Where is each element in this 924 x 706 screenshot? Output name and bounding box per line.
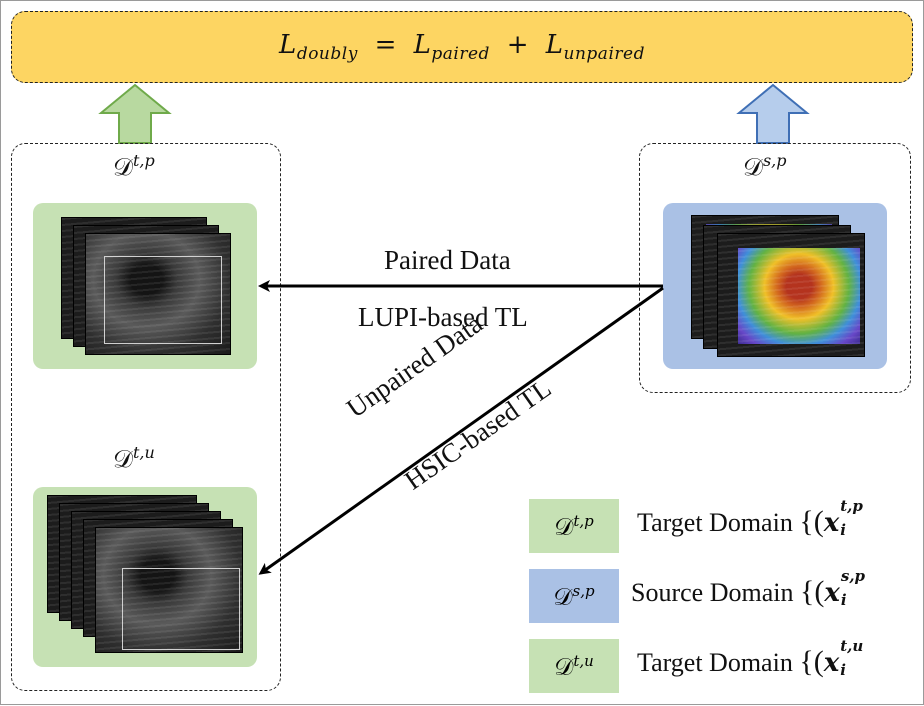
source-paired-card: [663, 203, 887, 369]
legend-variable-sup: t,u: [840, 637, 864, 655]
legend-variable-sub: i: [840, 521, 846, 539]
set-symbol: 𝒟: [554, 512, 574, 541]
equals-sign: =: [374, 29, 397, 60]
ultrasound-image-front: [85, 233, 231, 355]
set-superscript: s,p: [572, 581, 595, 600]
legend-domain-text: Target Domain: [637, 648, 793, 677]
legend-variable-sup: s,p: [840, 567, 866, 585]
target-domain-panel: [11, 143, 281, 691]
legend-formula-open: {(: [799, 575, 825, 608]
legend-set-name: 𝒟t,u: [554, 652, 594, 681]
legend-variable: x: [823, 508, 840, 538]
set-symbol: 𝒟: [113, 152, 133, 182]
target-unpaired-label: 𝒟t,u: [113, 443, 155, 474]
target-unpaired-card: [33, 487, 257, 667]
legend-swatch-target-unpaired: 𝒟t,u: [529, 639, 619, 693]
legend-formula-open: {(: [799, 645, 824, 678]
elastography-image-front: [717, 233, 865, 357]
legend-sub-sup: s,p i: [840, 567, 868, 609]
legend-sub-sup: t,u i: [839, 637, 867, 679]
ultrasound-image-stack-front: [95, 527, 243, 653]
loss-unpaired-sub: unpaired: [563, 44, 645, 65]
set-symbol: 𝒟: [743, 152, 763, 182]
legend-variable: x: [823, 648, 840, 678]
legend-variable-sub: i: [840, 591, 847, 609]
target-paired-card: [33, 203, 257, 369]
set-superscript: t,u: [573, 651, 594, 670]
green-up-arrow: [98, 83, 172, 144]
target-paired-label: 𝒟t,p: [113, 151, 155, 182]
source-domain-panel: [639, 143, 911, 393]
loss-equation: Ldoubly = Lpaired + Lunpaired: [279, 30, 645, 64]
loss-equation-box: Ldoubly = Lpaired + Lunpaired: [11, 11, 913, 83]
legend-formula-open: {(: [799, 505, 824, 538]
set-superscript: s,p: [762, 151, 787, 170]
source-paired-label: 𝒟s,p: [743, 151, 787, 182]
loss-total-symbol: L: [279, 29, 297, 60]
legend-variable-sub: i: [840, 661, 846, 679]
legend-variable: x: [824, 578, 840, 608]
legend-variable-sup: t,p: [840, 497, 863, 515]
set-symbol: 𝒟: [113, 444, 133, 474]
paired-data-label: Paired Data: [384, 245, 511, 275]
loss-total-sub: doubly: [296, 44, 358, 65]
legend-swatch-target-paired: 𝒟t,p: [529, 499, 619, 553]
set-superscript: t,p: [132, 151, 155, 170]
set-superscript: t,p: [573, 511, 594, 530]
legend-sub-sup: t,p i: [839, 497, 867, 539]
set-superscript: t,u: [132, 443, 155, 462]
legend-set-name: 𝒟s,p: [553, 582, 594, 611]
set-symbol: 𝒟: [553, 582, 573, 611]
loss-unpaired-symbol: L: [545, 29, 564, 60]
loss-paired-sub: paired: [431, 44, 490, 65]
legend-set-name: 𝒟t,p: [554, 512, 594, 541]
loss-paired-symbol: L: [413, 29, 432, 60]
legend-domain-text: Source Domain: [631, 578, 794, 607]
plus-sign: +: [506, 29, 529, 60]
set-symbol: 𝒟: [554, 652, 574, 681]
legend-swatch-source-paired: 𝒟s,p: [529, 569, 619, 623]
legend-domain-text: Target Domain: [637, 508, 793, 537]
blue-up-arrow: [736, 83, 810, 144]
unpaired-arrow: [258, 286, 664, 575]
lupi-tl-label: LUPI-based TL: [358, 302, 528, 332]
